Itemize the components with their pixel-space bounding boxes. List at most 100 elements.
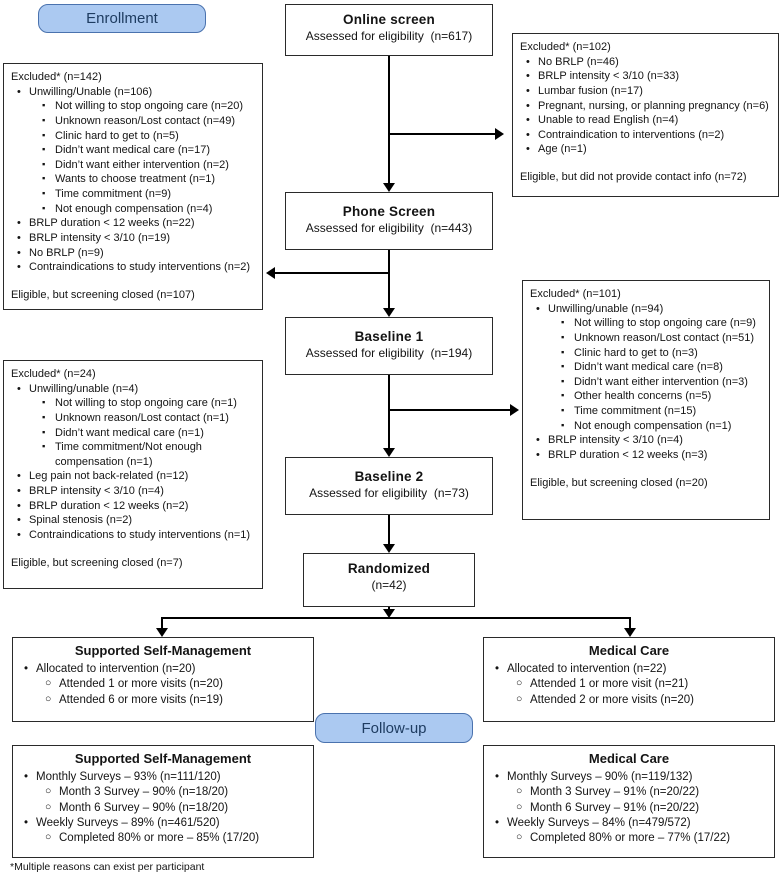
list-item-text: Excluded* (n=142) bbox=[11, 71, 102, 83]
list-item: •Unwilling/unable (n=94) bbox=[529, 302, 765, 317]
square-bullet-icon: ▪ bbox=[42, 441, 46, 453]
dot-bullet-icon: • bbox=[526, 84, 530, 97]
circle-bullet-icon: ○ bbox=[516, 677, 523, 690]
list-item-text: Weekly Surveys – 89% (n=461/520) bbox=[36, 816, 220, 829]
list-item-text: BRLP duration < 12 weeks (n=3) bbox=[548, 448, 708, 461]
list-item-text: Didn’t want medical care (n=17) bbox=[55, 144, 210, 157]
list-item-text: Not willing to stop ongoing care (n=20) bbox=[55, 100, 244, 113]
randomized-title: Randomized bbox=[347, 561, 431, 576]
list-item-text: Unwilling/unable (n=94) bbox=[548, 302, 664, 315]
list-item: •Age (n=1) bbox=[519, 142, 774, 157]
list-item: •BRLP intensity < 3/10 (n=19) bbox=[10, 231, 258, 246]
list-item-text: Allocated to intervention (n=20) bbox=[36, 663, 196, 675]
ssm-allocation-list: •Allocated to intervention (n=20)○Attend… bbox=[13, 661, 313, 708]
dot-bullet-icon: • bbox=[526, 143, 530, 156]
list-item-text: Time commitment (n=15) bbox=[574, 405, 697, 417]
online-screen-title: Online screen bbox=[343, 12, 435, 27]
arrow-right-icon bbox=[495, 128, 504, 140]
list-item: ▪Time commitment (n=9) bbox=[10, 187, 258, 202]
online-screen-subtitle: Assessed for eligibility (n=617) bbox=[305, 29, 473, 43]
list-item-text: Didn’t want either intervention (n=2) bbox=[55, 158, 229, 171]
dot-bullet-icon: • bbox=[17, 217, 21, 230]
dot-bullet-icon: • bbox=[17, 382, 21, 395]
arrow-down-icon bbox=[624, 628, 636, 637]
dot-bullet-icon: • bbox=[17, 470, 21, 483]
list-item: Eligible, but screening closed (n=107) bbox=[10, 288, 258, 303]
list-item-text: BRLP intensity < 3/10 (n=33) bbox=[538, 70, 680, 83]
list-item: •No BRLP (n=46) bbox=[519, 55, 774, 70]
list-item: •Pregnant, nursing, or planning pregnanc… bbox=[519, 99, 774, 114]
baseline2-box: Baseline 2 Assessed for eligibility (n=7… bbox=[285, 457, 493, 515]
arrow-down-icon bbox=[383, 448, 395, 457]
list-item: •Monthly Surveys – 93% (n=111/120) bbox=[17, 770, 309, 785]
list-item: ▪Time commitment/Not enough compensation… bbox=[10, 440, 258, 469]
square-bullet-icon: ▪ bbox=[42, 158, 46, 170]
circle-bullet-icon: ○ bbox=[45, 831, 52, 844]
list-item: Eligible, but did not provide contact in… bbox=[519, 170, 774, 185]
arrow-right-icon bbox=[510, 404, 519, 416]
list-item: •Allocated to intervention (n=20) bbox=[17, 662, 309, 677]
dot-bullet-icon: • bbox=[495, 663, 500, 675]
dot-bullet-icon: • bbox=[526, 128, 530, 141]
mc-followup-box: Medical Care •Monthly Surveys – 90% (n=1… bbox=[483, 745, 775, 858]
list-item: •BRLP duration < 12 weeks (n=2) bbox=[10, 499, 258, 514]
list-item: ▪Not willing to stop ongoing care (n=1) bbox=[10, 396, 258, 411]
connector-line bbox=[389, 133, 495, 135]
square-bullet-icon: ▪ bbox=[42, 202, 46, 214]
square-bullet-icon: ▪ bbox=[42, 397, 46, 409]
list-item: •Allocated to intervention (n=22) bbox=[488, 662, 770, 677]
dot-bullet-icon: • bbox=[495, 771, 500, 783]
list-item: ○Month 6 Survey – 90% (n=18/20) bbox=[17, 801, 309, 816]
circle-bullet-icon: ○ bbox=[516, 785, 523, 798]
list-item-text: Didn’t want medical care (n=8) bbox=[574, 361, 723, 374]
ssm-followup-box: Supported Self-Management •Monthly Surve… bbox=[12, 745, 314, 858]
square-bullet-icon: ▪ bbox=[42, 144, 46, 156]
list-item: Excluded* (n=142) bbox=[10, 70, 258, 85]
circle-bullet-icon: ○ bbox=[516, 800, 523, 813]
circle-bullet-icon: ○ bbox=[516, 831, 523, 844]
list-item: ○Month 3 Survey – 91% (n=20/22) bbox=[488, 785, 770, 800]
list-item: •Monthly Surveys – 90% (n=119/132) bbox=[488, 770, 770, 785]
list-item-text: Other health concerns (n=5) bbox=[574, 390, 712, 403]
baseline2-title: Baseline 2 bbox=[354, 469, 424, 484]
phone-screen-subtitle: Assessed for eligibility (n=443) bbox=[305, 221, 473, 235]
list-item-text: Month 6 Survey – 91% (n=20/22) bbox=[530, 801, 700, 814]
list-item: ▪Wants to choose treatment (n=1) bbox=[10, 172, 258, 187]
circle-bullet-icon: ○ bbox=[45, 800, 52, 813]
list-item bbox=[519, 157, 774, 170]
list-item: ▪Not enough compensation (n=4) bbox=[10, 202, 258, 217]
dot-bullet-icon: • bbox=[24, 771, 29, 783]
connector-line bbox=[388, 375, 390, 448]
list-item: ▪Not willing to stop ongoing care (n=20) bbox=[10, 99, 258, 114]
square-bullet-icon: ▪ bbox=[42, 173, 46, 185]
square-bullet-icon: ▪ bbox=[561, 346, 565, 358]
list-item-text: Time commitment (n=9) bbox=[55, 188, 172, 200]
dot-bullet-icon: • bbox=[526, 99, 530, 112]
list-item: ▪Didn’t want either intervention (n=3) bbox=[529, 375, 765, 390]
connector-line bbox=[161, 617, 163, 630]
arrow-down-icon bbox=[383, 183, 395, 192]
list-item-text: Clinic hard to get to (n=5) bbox=[55, 129, 179, 142]
list-item-text: Completed 80% or more – 85% (17/20) bbox=[59, 832, 260, 845]
excluded-baseline2-box: Excluded* (n=24)•Unwilling/unable (n=4)▪… bbox=[3, 360, 263, 589]
list-item: ▪Clinic hard to get to (n=3) bbox=[529, 346, 765, 361]
square-bullet-icon: ▪ bbox=[561, 317, 565, 329]
list-item: Excluded* (n=102) bbox=[519, 40, 774, 55]
arrow-down-icon bbox=[383, 609, 395, 618]
excluded-online-list: Excluded* (n=102)•No BRLP (n=46)•BRLP in… bbox=[519, 40, 774, 185]
arrow-down-icon bbox=[383, 544, 395, 553]
list-item-text: Not enough compensation (n=1) bbox=[574, 419, 732, 432]
list-item: •BRLP intensity < 3/10 (n=33) bbox=[519, 69, 774, 84]
square-bullet-icon: ▪ bbox=[561, 390, 565, 402]
list-item: Eligible, but screening closed (n=7) bbox=[10, 556, 258, 571]
list-item-text: Unable to read English (n=4) bbox=[538, 114, 679, 127]
list-item-text: Attended 6 or more visits (n=19) bbox=[59, 693, 223, 706]
list-item: •BRLP duration < 12 weeks (n=3) bbox=[529, 448, 765, 463]
connector-line bbox=[388, 250, 390, 309]
dot-bullet-icon: • bbox=[17, 499, 21, 512]
dot-bullet-icon: • bbox=[17, 231, 21, 244]
dot-bullet-icon: • bbox=[17, 528, 21, 541]
list-item-text: Didn’t want either intervention (n=3) bbox=[574, 375, 748, 388]
list-item: ▪ Other health concerns (n=5) bbox=[529, 389, 765, 404]
